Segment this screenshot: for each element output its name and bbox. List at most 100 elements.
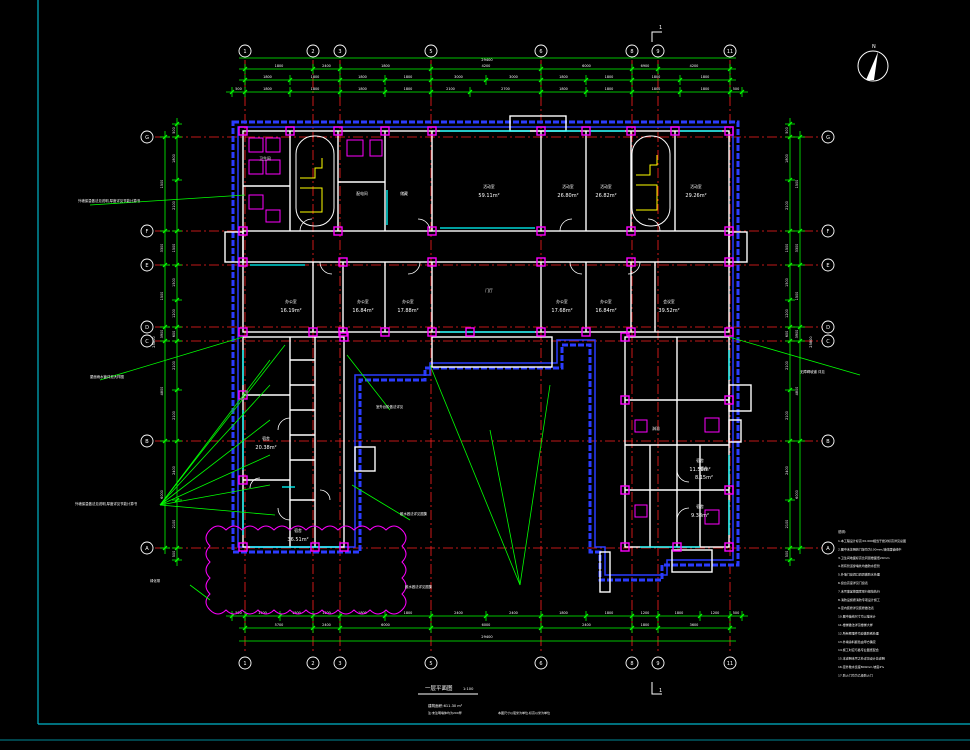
dim-right-text: 3300	[795, 244, 799, 253]
dim-left-openings-text: 2100	[172, 520, 176, 529]
room-area: 59.11m²	[478, 193, 499, 199]
dim-top-text: 2400	[322, 64, 331, 68]
windows	[242, 130, 730, 548]
room-area: 11.59m²	[689, 467, 710, 473]
dim-left-openings-text: 1200	[172, 309, 176, 318]
drawing-title: 一层平面图	[425, 684, 453, 692]
dim-bottom-openings-text: 1800	[605, 611, 614, 615]
column	[380, 126, 390, 136]
dim-right-openings-text: 1500	[785, 244, 789, 253]
note-line: 7.未尽事宜按国家现行规范执行	[838, 588, 880, 593]
column	[238, 126, 248, 136]
stair-well-outline	[295, 135, 671, 227]
column	[724, 327, 734, 337]
dim-top-inner-text: 3000	[454, 75, 463, 79]
axis-label-2: 2	[311, 661, 314, 667]
column	[620, 542, 630, 552]
room-area: 17.88m²	[397, 308, 418, 314]
dim-left-openings-text: 500	[172, 127, 176, 133]
note-line: 1.本工程设计标高±0.000相当于绝对标高详见总图	[838, 538, 906, 543]
dim-bottom-text: 6000	[482, 623, 491, 627]
axis-label-E: E	[145, 263, 148, 269]
dim-left-text: 4800	[160, 387, 164, 396]
dim-right-openings-text: 600	[785, 331, 789, 337]
axis-label-C: C	[145, 339, 149, 345]
column	[338, 327, 348, 337]
dim-top-text: 1800	[275, 64, 284, 68]
column	[724, 226, 734, 236]
room-name: 宿舍	[262, 436, 270, 441]
note-line: 15.本说明未尽之处详见设计总说明	[838, 656, 885, 661]
axis-label-A: A	[145, 546, 149, 552]
room-area: 16.19m²	[280, 308, 301, 314]
note-line: 3.卫生间地面标高比同层楼面低20mm	[838, 555, 890, 560]
column	[626, 126, 636, 136]
axis-bubble-G-right	[821, 130, 835, 144]
dim-bottom-openings-text: 500	[733, 611, 739, 615]
drawing-scale: 1:100	[463, 687, 474, 691]
dim-top-inner-text: 1800	[701, 75, 710, 79]
axis-bubble-A-left	[140, 541, 154, 555]
drawing-note-b: 本图尺寸以毫米为单位,标高以米为单位	[498, 710, 550, 715]
dim-left-openings-text: 1800	[172, 154, 176, 163]
axis-label-3: 3	[338, 49, 341, 55]
dim-right-openings-text: 500	[785, 551, 789, 557]
walls	[224, 115, 752, 593]
drawing-note-a: 注:未注明墙体均为200厚	[428, 710, 462, 715]
note-line: 2.图中未注明的门垛均为100mm,墙体居轴线中	[838, 546, 901, 551]
dim-top-inner-text: 3000	[509, 75, 518, 79]
note-line: 16.室外散水宽度800mm,坡度4%	[838, 664, 884, 669]
column	[238, 226, 248, 236]
callout-green: 绿化带	[150, 578, 161, 583]
room-name: 宿舍	[696, 458, 704, 463]
dim-top-openings-text: 2100	[446, 87, 455, 91]
toilet-fixtures	[248, 137, 720, 525]
room-name: 卫生间	[259, 156, 271, 161]
column	[536, 226, 546, 236]
room-name: 门厅	[485, 288, 493, 293]
note-line: 11.楼梯做法详见楼梯大样	[838, 622, 873, 627]
column	[724, 126, 734, 136]
room-name: 宿舍	[696, 504, 704, 509]
column	[339, 332, 349, 342]
dim-top-openings-text: 1800	[263, 87, 272, 91]
dim-right-text: 3900	[795, 330, 799, 339]
column	[308, 327, 318, 337]
room-name: 活动室	[562, 184, 574, 189]
axis-label-F: F	[827, 229, 830, 235]
dim-left-openings-text: 2100	[172, 361, 176, 370]
dim-bottom-openings-text: 1200	[711, 611, 720, 615]
section-mark-bottom-label: 1	[659, 688, 662, 694]
dim-top-text: 6000	[582, 64, 591, 68]
axis-bubble-1-top	[238, 44, 252, 58]
column	[238, 327, 248, 337]
dim-right-openings-text: 2100	[785, 520, 789, 529]
drawing-title-block: 一层平面图 1:100 建筑面积:611.30 m² 注:未注明墙体均为200厚…	[418, 684, 550, 715]
dim-bottom-text: 3600	[690, 623, 699, 627]
column	[536, 327, 546, 337]
note-line: 8.消防设施按消防专项设计施工	[838, 597, 880, 602]
dim-bottom-openings-text: 2400	[509, 611, 518, 615]
room-name: 办公室	[402, 299, 414, 304]
general-notes: 说明: 1.本工程设计标高±0.000相当于绝对标高详见总图2.图中未注明的门垛…	[838, 529, 906, 677]
column	[724, 485, 734, 495]
axis-label-5: 5	[429, 661, 432, 667]
room-name: 淋浴	[652, 426, 660, 431]
axis-bubble-C-left	[140, 334, 154, 348]
dim-bottom-text: 2400	[322, 623, 331, 627]
axis-bubble-9-top	[651, 44, 665, 58]
dim-bottom-text: 2400	[582, 623, 591, 627]
note-line: 5.外墙门窗洞口四周做防水处理	[838, 572, 880, 577]
section-mark-bottom: 1	[651, 682, 662, 695]
callout-insulation: 外墙保温做法见说明,厚度详见节能计算书	[78, 198, 141, 203]
axis-bubble-11-top	[723, 44, 737, 58]
column	[427, 226, 437, 236]
column	[536, 126, 546, 136]
axis-label-D: D	[826, 325, 830, 331]
dim-top-inner-text: 1800	[311, 75, 320, 79]
dim-top-text: 1800	[381, 64, 390, 68]
column	[620, 485, 630, 495]
dim-right-text: 4800	[795, 387, 799, 396]
